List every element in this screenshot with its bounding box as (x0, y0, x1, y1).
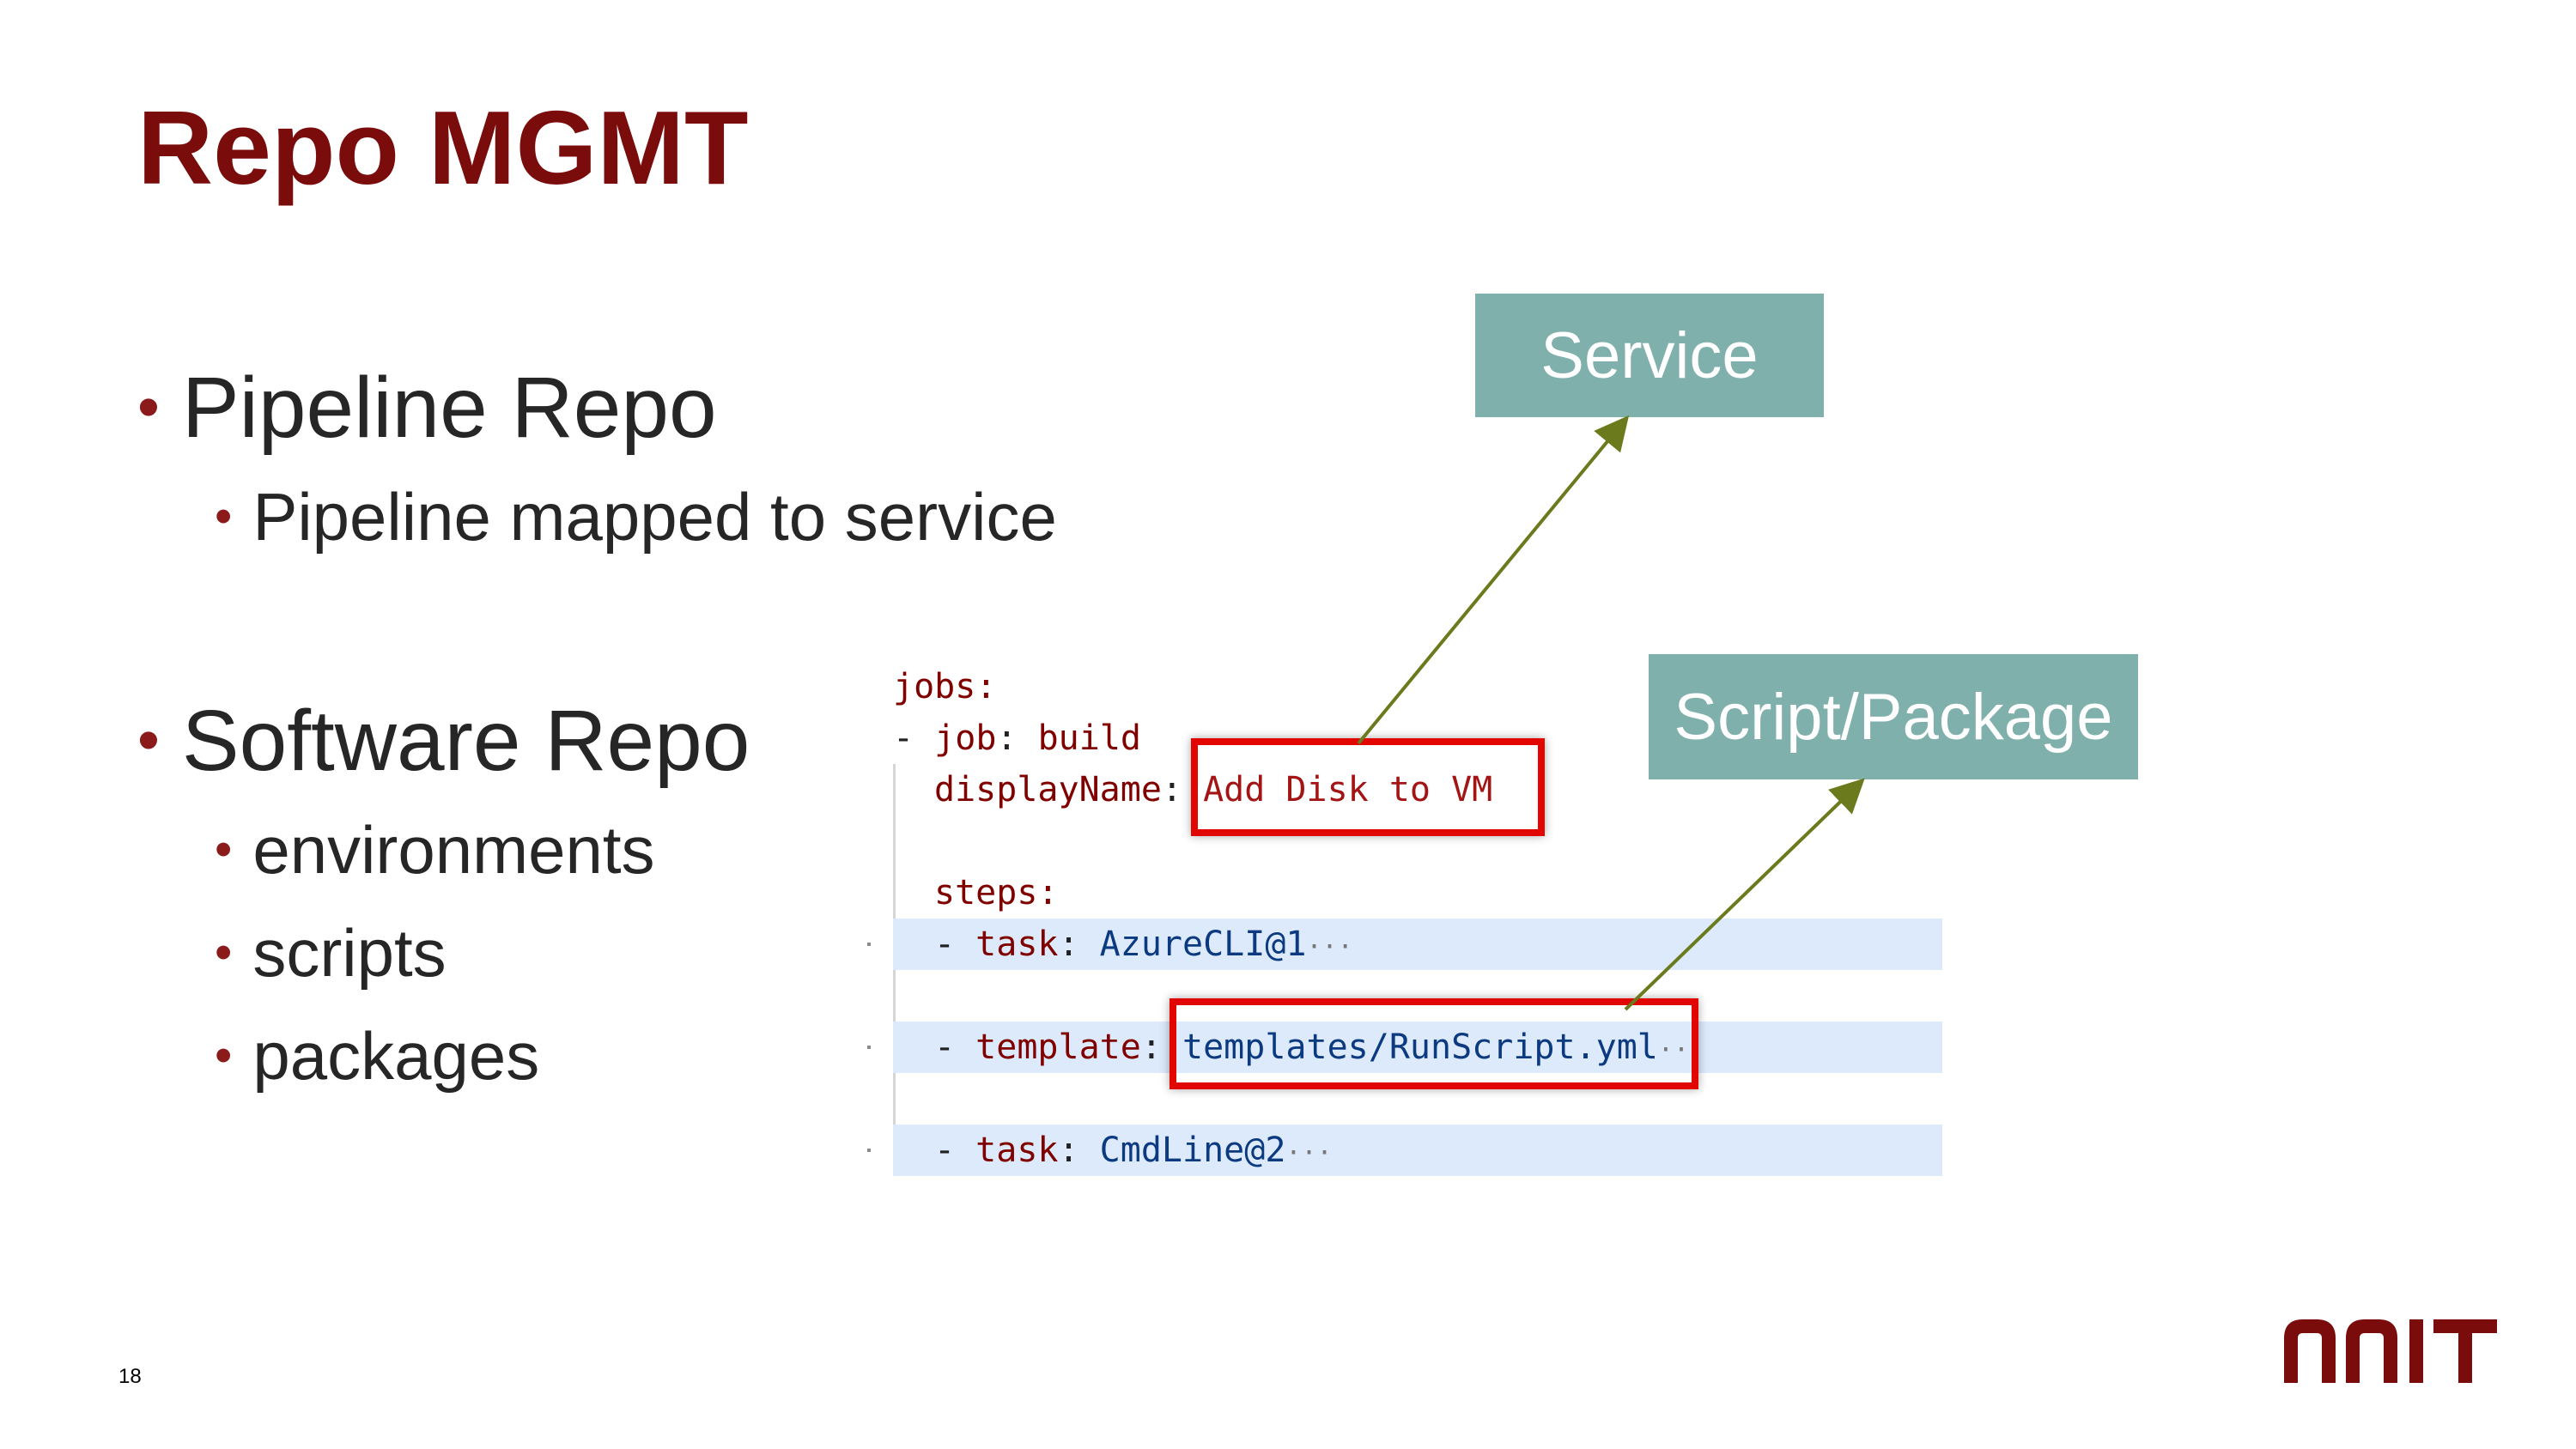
yaml-value: build (1037, 718, 1142, 758)
yaml-dash: - (934, 925, 976, 964)
bullet-pipeline-mapped: • Pipeline mapped to service (215, 479, 1057, 555)
yaml-key: template (975, 1028, 1141, 1067)
folded-line-highlight (893, 1022, 1942, 1073)
yaml-colon: : (1161, 770, 1204, 809)
yaml-key: jobs: (893, 667, 997, 706)
code-line-jobs: jobs: (893, 661, 996, 712)
yaml-value: templates/RunScript.yml (1182, 1028, 1658, 1067)
fold-marker (867, 1149, 871, 1152)
bullet-dot: • (215, 822, 233, 877)
folded-ellipsis: ··· (1306, 932, 1353, 962)
code-line-displayname: displayName: Add Disk to VM (934, 764, 1492, 815)
nnit-logo (2284, 1319, 2497, 1383)
yaml-dash: - (934, 1131, 976, 1170)
yaml-key: job (934, 718, 997, 758)
bullet-text: Software Repo (181, 693, 750, 789)
bullet-pipeline-repo: • Pipeline Repo (137, 361, 717, 455)
bullet-text: packages (252, 1018, 540, 1094)
yaml-key: steps: (934, 873, 1059, 912)
code-line-task-cmdline: - task: CmdLine@2··· (934, 1125, 1333, 1176)
code-line-task-azurecli: - task: AzureCLI@1··· (934, 919, 1353, 970)
code-line-job: - job: build (893, 712, 1141, 764)
yaml-key: displayName (934, 770, 1162, 809)
bullet-environments: • environments (215, 812, 655, 888)
yaml-key: task (975, 925, 1059, 964)
yaml-dash: - (893, 718, 935, 758)
code-line-steps: steps: (934, 867, 1059, 919)
yaml-value: CmdLine@2 (1099, 1131, 1286, 1170)
bullet-text: scripts (252, 915, 447, 991)
fold-marker (867, 1046, 871, 1049)
arrow-to-script-package (1624, 778, 1865, 1011)
yaml-colon: : (1058, 925, 1100, 964)
yaml-value: Add Disk to VM (1203, 770, 1493, 809)
folded-line-highlight (893, 919, 1942, 970)
yaml-colon: : (1058, 1131, 1100, 1170)
bullet-packages: • packages (215, 1018, 540, 1094)
yaml-dash: - (934, 1028, 976, 1067)
bullet-text: Pipeline mapped to service (252, 479, 1057, 555)
yaml-key: task (975, 1131, 1059, 1170)
highlight-box-displayname (1191, 738, 1545, 836)
bullet-scripts: • scripts (215, 915, 447, 991)
bullet-dot: • (215, 925, 233, 980)
page-number: 18 (118, 1365, 142, 1388)
arrow-to-service (1357, 415, 1630, 745)
callout-label: Service (1540, 318, 1759, 392)
bullet-text: environments (252, 812, 655, 888)
yaml-value: AzureCLI@1 (1099, 925, 1307, 964)
yaml-colon: : (1140, 1028, 1182, 1067)
bullet-dot: • (137, 704, 160, 775)
bullet-dot: • (215, 488, 233, 544)
bullet-text: Pipeline Repo (181, 360, 717, 456)
indent-guide (893, 764, 896, 1176)
bullet-dot: • (215, 1028, 233, 1083)
yaml-colon: : (996, 718, 1038, 758)
code-line-template: - template: templates/RunScript.yml··· (934, 1022, 1704, 1073)
fold-marker (867, 943, 871, 946)
callout-service: Service (1475, 294, 1824, 417)
bullet-software-repo: • Software Repo (137, 694, 750, 788)
folded-line-highlight (893, 1125, 1942, 1176)
folded-ellipsis: ··· (1285, 1138, 1333, 1168)
slide-title: Repo MGMT (137, 89, 749, 206)
callout-label: Script/Package (1674, 680, 2113, 754)
yaml-code-snippet: jobs: - job: build displayName: Add Disk… (867, 661, 1942, 1176)
bullet-dot: • (137, 371, 160, 442)
highlight-box-template (1170, 998, 1698, 1089)
callout-script-package: Script/Package (1649, 654, 2138, 779)
